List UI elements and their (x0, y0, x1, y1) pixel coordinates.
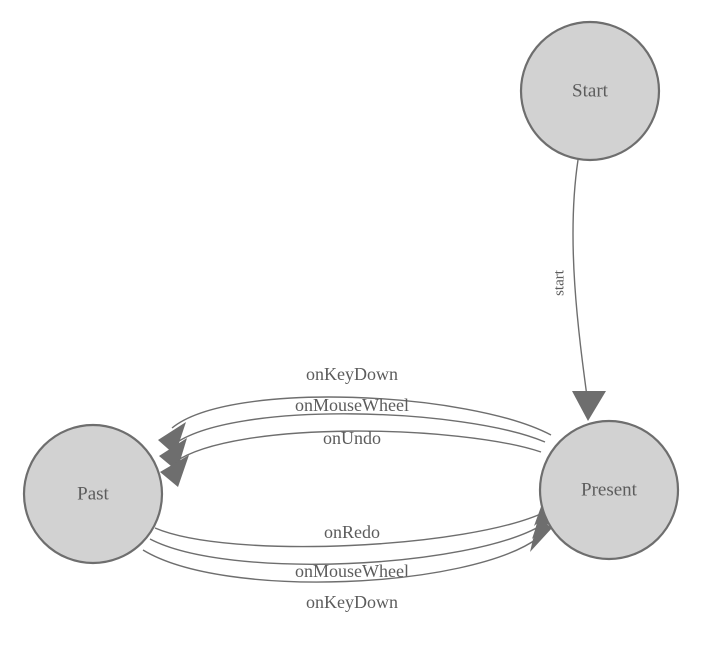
node-present-circle (538, 419, 680, 561)
node-present[interactable]: Present (538, 419, 680, 561)
edge-past-to-present-onmousewheel[interactable]: onMouseWheel (149, 506, 556, 581)
edge-start-to-present-path (572, 159, 589, 405)
edge-present-to-past-onmousewheel-path (172, 413, 546, 446)
edge-present-to-past-onundo[interactable]: onUndo (160, 428, 542, 487)
node-start[interactable]: Start (519, 20, 661, 162)
edge-present-to-past-onkeydown-path (171, 396, 552, 436)
edge-label-present-to-past-onmousewheel: onMouseWheel (295, 395, 409, 415)
edge-start-to-present[interactable]: start (551, 159, 606, 421)
edge-label-present-to-past-onkeydown: onKeyDown (306, 364, 398, 384)
node-start-circle (519, 20, 661, 162)
arrowhead-past-to-present-onkeydown (530, 518, 552, 552)
edge-label-past-to-present-onkeydown: onKeyDown (306, 592, 398, 612)
arrowhead-start-to-present (572, 391, 606, 421)
edge-label-start: start (551, 269, 567, 296)
node-past[interactable]: Past (22, 423, 164, 565)
edge-label-past-to-present-onmousewheel: onMouseWheel (295, 561, 409, 581)
node-present-label: Present (581, 479, 638, 500)
edge-past-to-present-onredo-path (154, 511, 546, 548)
edge-past-to-present-onredo[interactable]: onRedo (154, 493, 559, 548)
node-past-circle (22, 423, 164, 565)
edge-past-to-present-onkeydown-path (142, 537, 539, 583)
edge-label-present-to-past-onundo: onUndo (323, 428, 381, 448)
edge-label-past-to-present-onredo: onRedo (324, 522, 380, 542)
edge-past-to-present-onmousewheel-path (149, 524, 543, 565)
node-past-label: Past (77, 483, 109, 504)
node-start-label: Start (572, 80, 609, 101)
arrowhead-present-to-past-onmousewheel (159, 438, 187, 471)
edge-past-to-present-onkeydown[interactable]: onKeyDown (142, 518, 552, 612)
edge-present-to-past-onmousewheel[interactable]: onMouseWheel (159, 395, 546, 471)
arrowhead-present-to-past-onkeydown (158, 422, 186, 455)
edge-present-to-past-onkeydown[interactable]: onKeyDown (158, 364, 552, 455)
edge-present-to-past-onundo-path (174, 430, 542, 463)
arrowhead-present-to-past-onundo (160, 455, 189, 487)
